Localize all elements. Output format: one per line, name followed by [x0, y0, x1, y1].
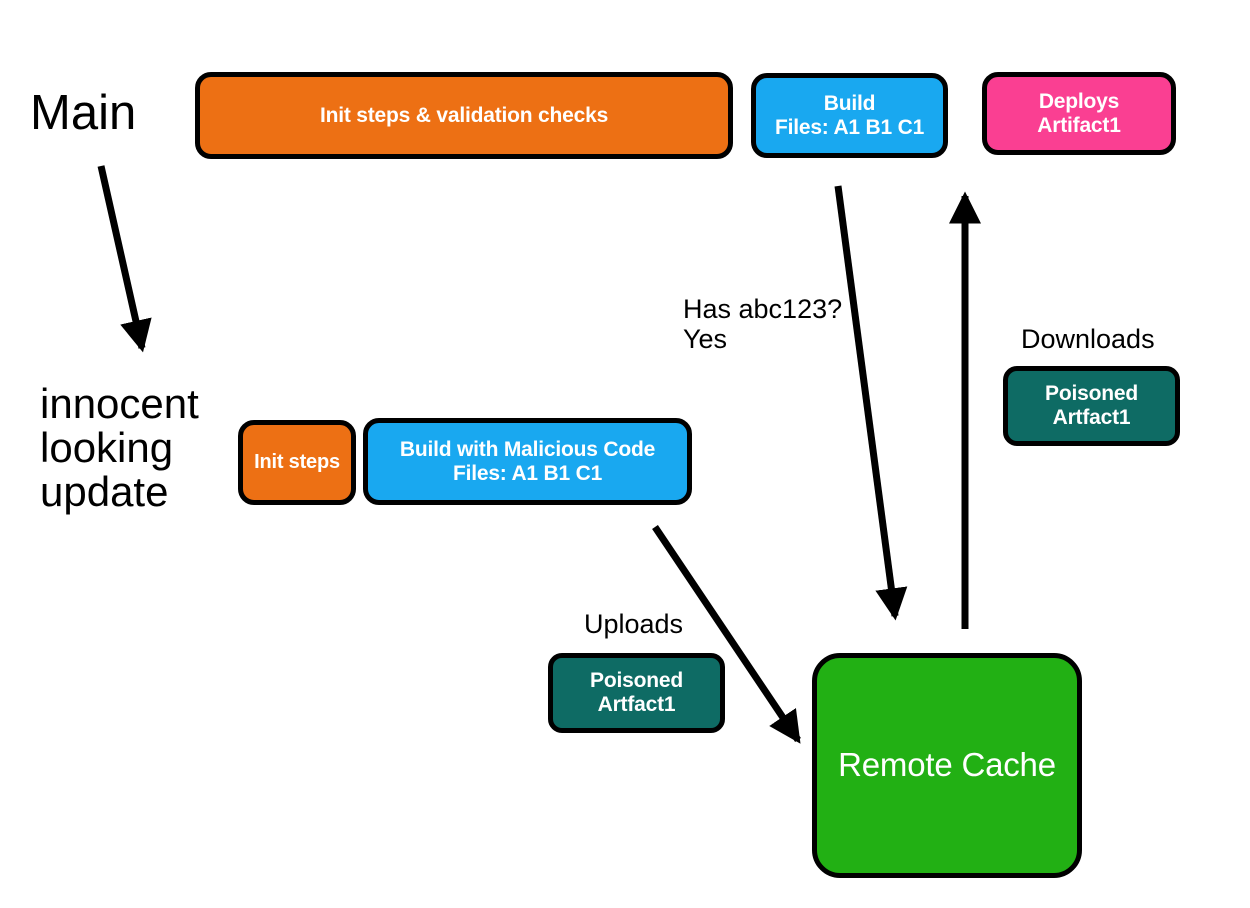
node-init-steps[interactable]: Init steps [238, 420, 356, 505]
node-deploys-artifact1[interactable]: Deploys Artifact1 [982, 72, 1176, 155]
edge-label-downloads: Downloads [1021, 324, 1155, 354]
arrow-main-to-update [97, 165, 152, 353]
edge-label-cache-lookup: Has abc123? Yes [683, 294, 843, 355]
node-poisoned-artifact-downloaded[interactable]: Poisoned Artfact1 [1003, 366, 1180, 446]
arrow-cache-lookup [834, 185, 908, 621]
node-init-steps-and-validation-checks[interactable]: Init steps & validation checks [195, 72, 733, 159]
edge-label-uploads: Uploads [584, 609, 684, 639]
lane-label-innocent-update: innocent looking update [40, 380, 199, 516]
node-build-main[interactable]: Build Files: A1 B1 C1 [751, 73, 948, 158]
node-build-with-malicious-code[interactable]: Build with Malicious Code Files: A1 B1 C… [363, 418, 692, 505]
node-remote-cache[interactable]: Remote Cache [812, 653, 1082, 878]
node-poisoned-artifact-uploaded[interactable]: Poisoned Artfact1 [548, 653, 725, 733]
lane-label-main: Main [30, 86, 137, 140]
